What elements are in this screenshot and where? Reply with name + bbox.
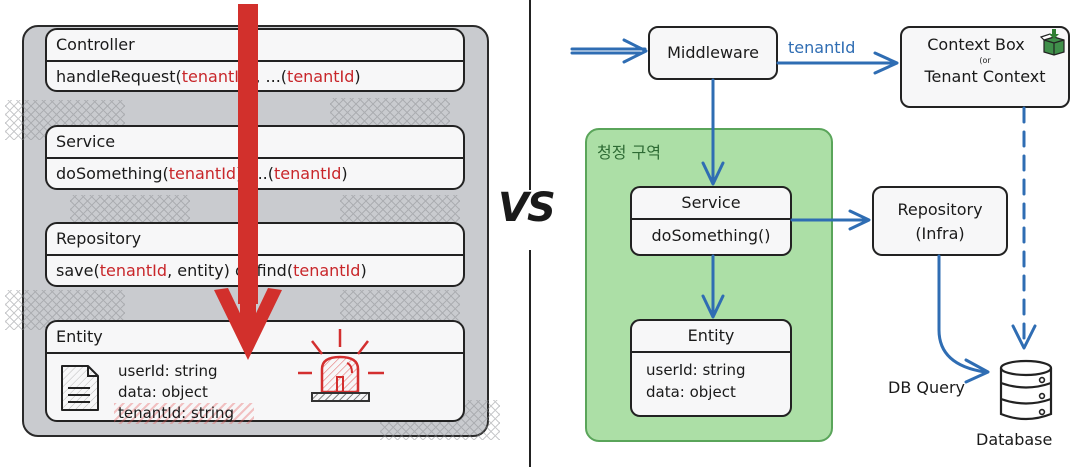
repository-infra-title: Repository — [897, 200, 983, 219]
database-label: Database — [976, 430, 1053, 449]
context-box-or: (or — [979, 56, 991, 65]
tenant-id-param: tenantId — [287, 67, 355, 86]
layer-signature: handleRequest(tenantId), ...(tenantId) — [47, 62, 463, 90]
db-query-label: DB Query — [888, 378, 966, 397]
tenant-id-param: tenantId — [99, 261, 168, 280]
service-class-box: Service doSomething() — [630, 186, 792, 256]
tenant-id-edge-label: tenantId — [788, 38, 856, 57]
repository-infra-subtitle: (Infra) — [915, 224, 965, 243]
service-to-repository-arrow — [790, 209, 871, 231]
vs-label: VS — [498, 185, 556, 231]
tenant-id-param: tenantId — [274, 164, 342, 183]
signature-text: ) — [341, 164, 348, 183]
service-class-title: Service — [632, 188, 790, 220]
context-to-database-dashed-arrow — [1011, 106, 1037, 350]
layer-signature: save(tenantId, entity) or find(tenantId) — [47, 256, 463, 285]
entity-class-box: Entity userId: string data: object — [630, 319, 792, 417]
signature-text: ) — [360, 261, 367, 280]
signature-text: ) — [354, 67, 361, 86]
middleware-label: Middleware — [667, 43, 759, 62]
context-box-title: Context Box — [927, 35, 1025, 54]
middleware-to-context-arrow — [776, 51, 899, 75]
signature-text: handleRequest( — [56, 67, 182, 86]
layer-title: Entity — [47, 322, 463, 354]
database-icon — [999, 359, 1053, 421]
clean-zone-label: 청정 구역 — [597, 143, 661, 162]
entity-field-tenant-highlighted: tenantId: string — [114, 403, 255, 424]
down-arrow-icon — [214, 4, 282, 360]
vs-divider-top — [529, 0, 531, 190]
entry-arrow — [570, 38, 648, 64]
entity-field: data: object — [118, 383, 208, 401]
entity-class-field: data: object — [646, 383, 736, 401]
signature-text: save( — [56, 261, 100, 280]
entity-class-title: Entity — [632, 321, 790, 353]
repository-infra-box: Repository (Infra) — [872, 186, 1008, 256]
document-icon — [61, 365, 99, 411]
box-download-icon — [1040, 29, 1065, 56]
siren-alarm-icon — [298, 329, 384, 402]
tenant-id-param: tenantId — [293, 261, 361, 280]
service-class-method: doSomething() — [651, 226, 771, 245]
repository-to-database-arrow — [937, 254, 990, 384]
context-box: Context Box (or Tenant Context — [900, 26, 1070, 108]
signature-text: , entity) or find( — [167, 261, 294, 280]
middleware-box: Middleware — [648, 26, 778, 80]
tenant-id-param: tenantId — [181, 67, 250, 86]
vs-divider-bottom — [529, 250, 531, 467]
signature-text: ), ...( — [249, 67, 288, 86]
entity-field: userId: string — [118, 362, 218, 380]
middleware-to-service-arrow — [701, 78, 725, 186]
service-to-entity-arrow — [701, 254, 725, 319]
tenant-id-param: tenantId — [168, 164, 237, 183]
context-box-subtitle: Tenant Context — [924, 67, 1046, 86]
entity-class-field: userId: string — [646, 361, 746, 379]
signature-text: doSomething( — [56, 164, 169, 183]
